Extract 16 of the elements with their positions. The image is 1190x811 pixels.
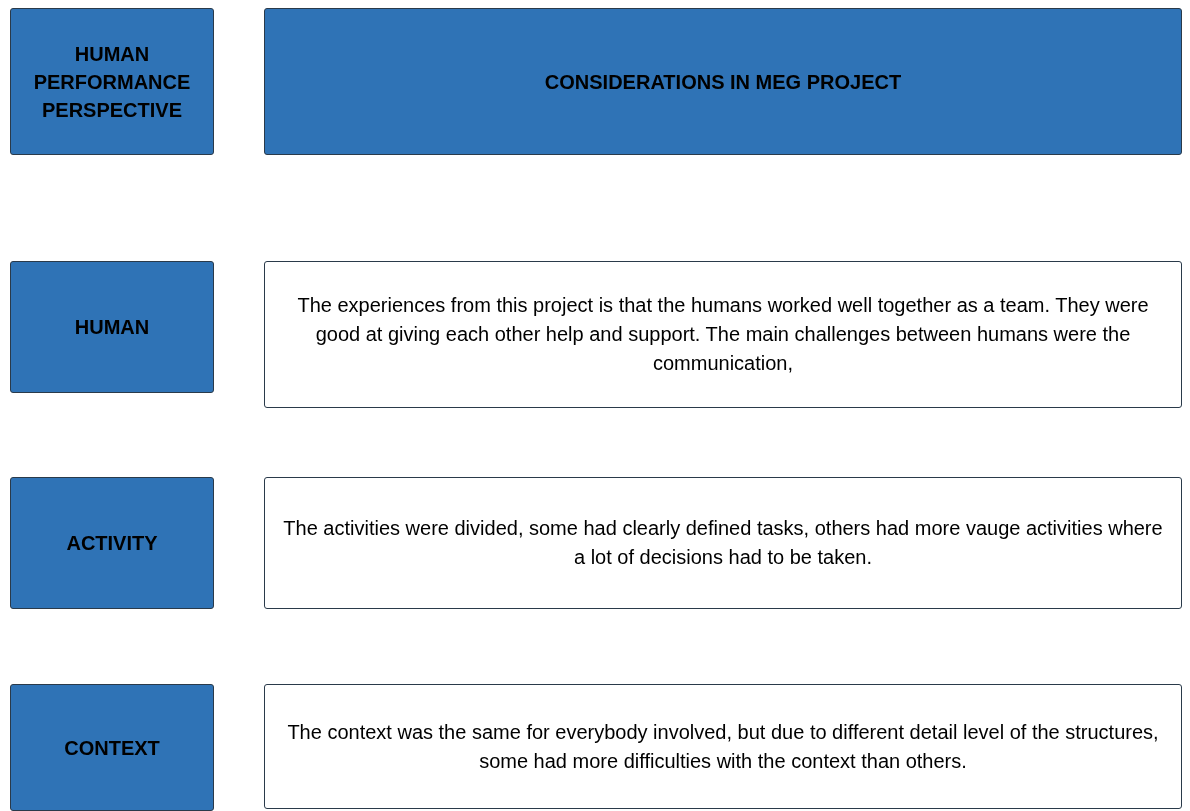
heading-text: ACTIVITY	[65, 531, 159, 556]
description-text: The experiences from this project is that the humans worked well together as a team. They were good at giving each other help and support. The main challenges between humans were the communication,	[296, 293, 1150, 376]
description-box	[264, 684, 1182, 809]
description-text: The activities were divided, some had clearly defined tasks, others had more vauge activities where a lot of decisions had to be taken.	[282, 516, 1164, 570]
heading-text: CONSIDERATIONS IN MEG PROJECT	[543, 69, 903, 95]
header-box	[264, 8, 1182, 155]
description-text: The context was the same for everybody involved, but due to different detail level of the structures, some had more difficulties with the context than others.	[286, 719, 1160, 774]
category-box	[10, 261, 214, 393]
category-box	[10, 8, 214, 155]
heading-text: HUMAN	[73, 315, 151, 340]
category-box	[10, 684, 214, 811]
description-box	[264, 261, 1182, 408]
description-box	[264, 477, 1182, 609]
heading-text: HUMAN PERFORMANCE PERSPECTIVE	[32, 41, 192, 123]
heading-text: CONTEXT	[63, 735, 161, 761]
category-box	[10, 477, 214, 609]
